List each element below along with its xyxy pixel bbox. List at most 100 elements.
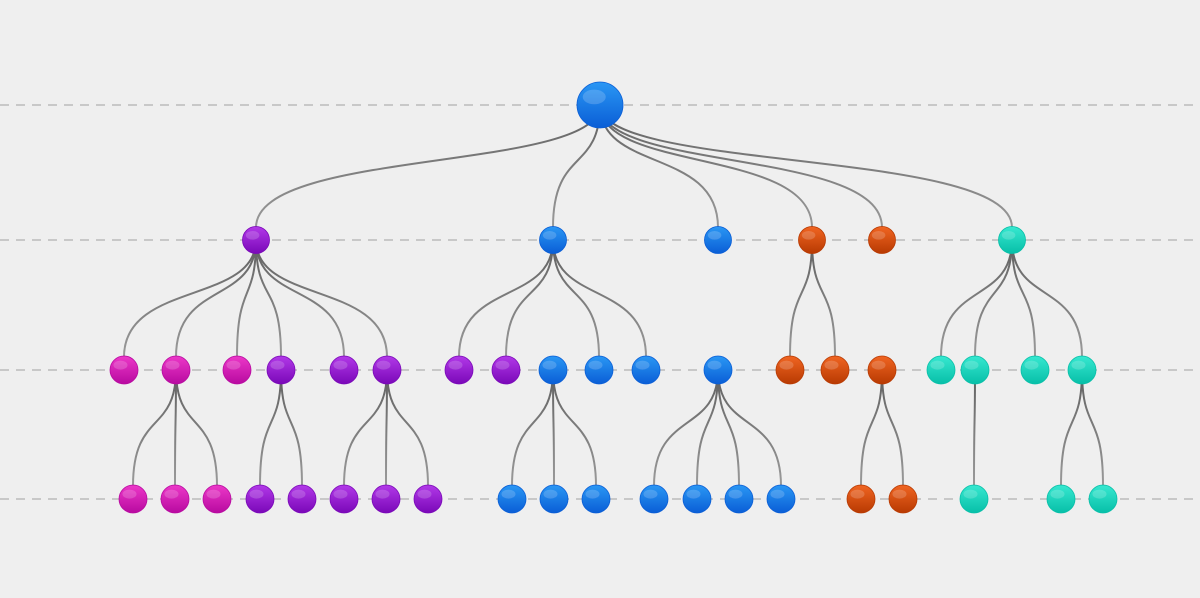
tree-node-level-3 — [867, 355, 897, 385]
node-highlight — [779, 360, 794, 370]
tree-node-level-4 — [1046, 484, 1076, 514]
node-highlight — [643, 489, 658, 499]
tree-node-level-4 — [329, 484, 359, 514]
node-highlight — [892, 489, 907, 499]
node-highlight — [448, 360, 463, 370]
tree-edge — [973, 369, 976, 487]
tree-edge — [511, 369, 554, 487]
tree-edge — [255, 239, 388, 358]
tree-edge — [280, 369, 303, 487]
tree-edge — [1081, 369, 1104, 487]
tree-node-level-3 — [109, 355, 139, 385]
node-highlight — [333, 489, 348, 499]
tree-node-level-4 — [287, 484, 317, 514]
tree-node-level-4 — [160, 484, 190, 514]
tree-edge — [860, 369, 883, 487]
node-highlight — [964, 360, 979, 370]
tree-edge — [552, 369, 597, 487]
tree-edge — [552, 369, 555, 487]
node-highlight — [871, 230, 886, 240]
tree-edge — [174, 369, 177, 487]
tree-node-level-3 — [329, 355, 359, 385]
node-highlight — [206, 489, 221, 499]
node-highlight — [585, 489, 600, 499]
root-node — [576, 81, 624, 129]
node-highlight — [122, 489, 137, 499]
tree-edge — [255, 104, 601, 229]
tree-node-level-4 — [888, 484, 918, 514]
node-highlight — [824, 360, 839, 370]
tree-node-level-3 — [1020, 355, 1050, 385]
tree-node-level-4 — [539, 484, 569, 514]
tree-node-level-4 — [639, 484, 669, 514]
tree-edge — [175, 369, 218, 487]
tree-node-level-4 — [371, 484, 401, 514]
tree-edge — [1011, 239, 1083, 358]
tree-edge — [123, 239, 257, 358]
node-highlight — [707, 230, 722, 240]
tree-node-level-4 — [1088, 484, 1118, 514]
tree-node-level-2 — [798, 226, 826, 254]
node-highlight — [164, 489, 179, 499]
tree-edge — [1011, 239, 1036, 358]
node-highlight — [375, 489, 390, 499]
tree-node-level-3 — [538, 355, 568, 385]
tree-edge — [255, 239, 345, 358]
node-highlight — [963, 489, 978, 499]
tree-node-level-4 — [245, 484, 275, 514]
tree-edge — [599, 104, 883, 229]
node-highlight — [850, 489, 865, 499]
tree-node-level-4 — [413, 484, 443, 514]
tree-node-level-3 — [926, 355, 956, 385]
tree-node-level-3 — [775, 355, 805, 385]
tree-edge — [552, 239, 647, 358]
tree-node-level-4 — [724, 484, 754, 514]
tree-node-level-2 — [868, 226, 896, 254]
tree-edge — [175, 239, 257, 358]
tree-edge — [236, 239, 257, 358]
tree-node-level-4 — [581, 484, 611, 514]
tree-edge — [505, 239, 554, 358]
tree-edge — [385, 369, 388, 487]
node-highlight — [930, 360, 945, 370]
node-highlight — [582, 89, 606, 105]
tree-edge — [599, 104, 1013, 229]
node-highlight — [543, 489, 558, 499]
tree-node-level-4 — [682, 484, 712, 514]
tree-edge — [653, 369, 719, 487]
tree-node-level-3 — [444, 355, 474, 385]
node-highlight — [226, 360, 241, 370]
tree-node-level-2 — [704, 226, 732, 254]
tree-edge — [386, 369, 429, 487]
tree-node-level-4 — [766, 484, 796, 514]
tree-node-level-3 — [491, 355, 521, 385]
tree-node-level-3 — [222, 355, 252, 385]
tree-node-level-4 — [497, 484, 527, 514]
tree-edge — [974, 239, 1013, 358]
tree-edge — [255, 239, 282, 358]
tree-edge — [811, 239, 836, 358]
node-highlight — [1001, 230, 1016, 240]
tree-edge — [599, 104, 813, 229]
tree-edge — [259, 369, 282, 487]
tree-node-level-3 — [631, 355, 661, 385]
node-highlight — [270, 360, 285, 370]
node-highlight — [728, 489, 743, 499]
tree-edge — [940, 239, 1013, 358]
tree-edge — [132, 369, 177, 487]
level-guide-lines — [0, 104, 1200, 500]
node-highlight — [333, 360, 348, 370]
node-highlight — [1024, 360, 1039, 370]
tree-edge — [717, 369, 782, 487]
tree-node-level-3 — [584, 355, 614, 385]
node-highlight — [801, 230, 816, 240]
node-highlight — [871, 360, 886, 370]
node-highlight — [165, 360, 180, 370]
tree-node-level-3 — [372, 355, 402, 385]
node-highlight — [1050, 489, 1065, 499]
tree-edge — [343, 369, 388, 487]
node-highlight — [249, 489, 264, 499]
node-highlight — [1092, 489, 1107, 499]
tree-node-level-3 — [960, 355, 990, 385]
